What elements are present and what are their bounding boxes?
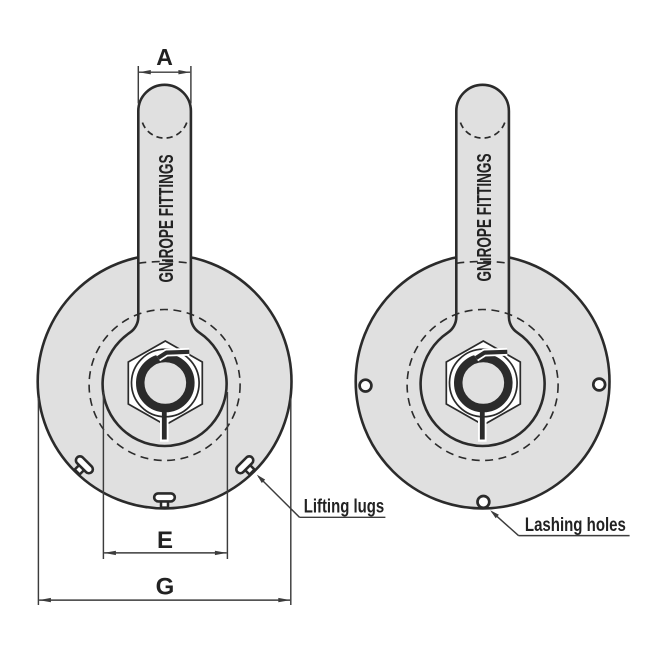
svg-text:A: A	[156, 44, 173, 70]
svg-text:E: E	[157, 527, 173, 554]
svg-text:Lashing holes: Lashing holes	[525, 515, 626, 536]
svg-text:Lifting lugs: Lifting lugs	[304, 497, 385, 518]
svg-text:GNıROPE FITTINGS: GNıROPE FITTINGS	[474, 154, 496, 282]
svg-text:G: G	[156, 574, 175, 601]
svg-text:GNıROPE FITTINGS: GNıROPE FITTINGS	[156, 155, 178, 283]
